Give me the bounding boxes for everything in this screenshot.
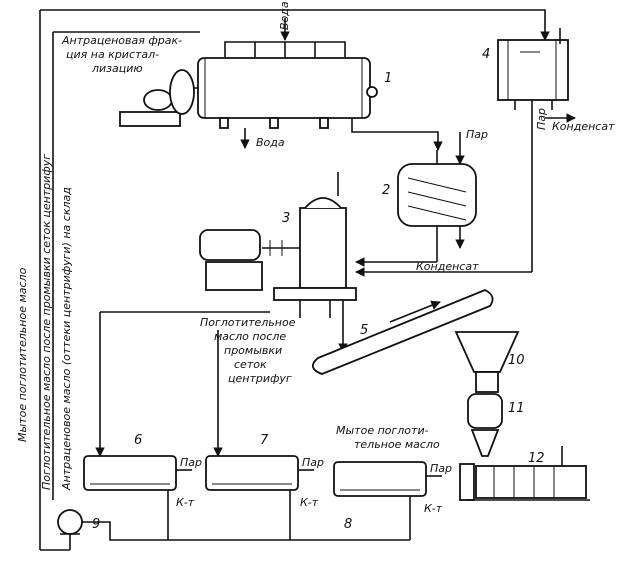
tank-4 xyxy=(497,28,576,272)
centrifuge-3 xyxy=(199,172,532,353)
pump-9 xyxy=(39,500,410,551)
hopper-10 xyxy=(454,331,520,393)
label-vertical-1: Мытое поглотительное масло xyxy=(16,267,29,442)
label-absorbent-oil-1: Поглотительное xyxy=(200,316,296,329)
label-steam-7: Пар xyxy=(302,456,324,469)
label-water-out: Вода xyxy=(256,136,285,149)
label-absorbent-oil-2: масло после xyxy=(214,330,286,343)
number-12: 12 xyxy=(528,451,545,466)
label-steam-6: Пар xyxy=(180,456,202,469)
label-washed-oil-1: Мытое поглоти- xyxy=(336,424,429,437)
number-7: 7 xyxy=(260,433,269,448)
label-km-8: К-т xyxy=(424,502,443,515)
number-1: 1 xyxy=(384,71,392,86)
label-anthracene-fraction-1: Антраценовая фрак- xyxy=(61,34,182,47)
label-absorbent-oil-5: центрифуг xyxy=(228,372,292,385)
number-5: 5 xyxy=(360,323,368,338)
label-steam-8: Пар xyxy=(430,462,452,475)
press-12 xyxy=(459,446,590,501)
label-absorbent-oil-3: промывки xyxy=(224,344,282,357)
mixer-11 xyxy=(467,393,503,457)
label-vertical-2: Поглотительное масло после промывки сето… xyxy=(40,154,53,490)
label-anthracene-fraction-3: лизацию xyxy=(91,62,143,75)
number-3: 3 xyxy=(282,211,290,226)
number-9: 9 xyxy=(92,517,100,532)
tank-6 xyxy=(83,311,270,540)
number-11: 11 xyxy=(508,401,525,416)
tank-8 xyxy=(333,461,442,540)
label-km-7: К-т xyxy=(300,496,319,509)
number-6: 6 xyxy=(134,433,142,448)
label-steam-top: Пар xyxy=(466,128,488,141)
number-8: 8 xyxy=(344,517,352,532)
label-vertical-3: Антраценовое масло (оттеки центрифуги) н… xyxy=(60,187,73,491)
label-anthracene-fraction-2: ция на кристал- xyxy=(66,48,159,61)
label-km-6: К-т xyxy=(176,496,195,509)
label-steam-right: Пар xyxy=(535,108,548,130)
reactor-2 xyxy=(355,132,477,267)
label-absorbent-oil-4: сеток xyxy=(234,358,267,371)
tank-7 xyxy=(205,330,314,540)
crystallizer-1 xyxy=(119,18,443,151)
number-2: 2 xyxy=(382,183,390,198)
conveyor-5 xyxy=(312,289,494,375)
number-4: 4 xyxy=(482,47,490,62)
number-10: 10 xyxy=(508,353,525,368)
label-washed-oil-2: тельное масло xyxy=(354,438,440,451)
label-water-in: Вода xyxy=(278,1,291,30)
label-condensate-mid: Конденсат xyxy=(416,260,479,273)
label-condensate-right: Конденсат xyxy=(552,120,615,133)
main-top-pipe xyxy=(39,9,550,500)
